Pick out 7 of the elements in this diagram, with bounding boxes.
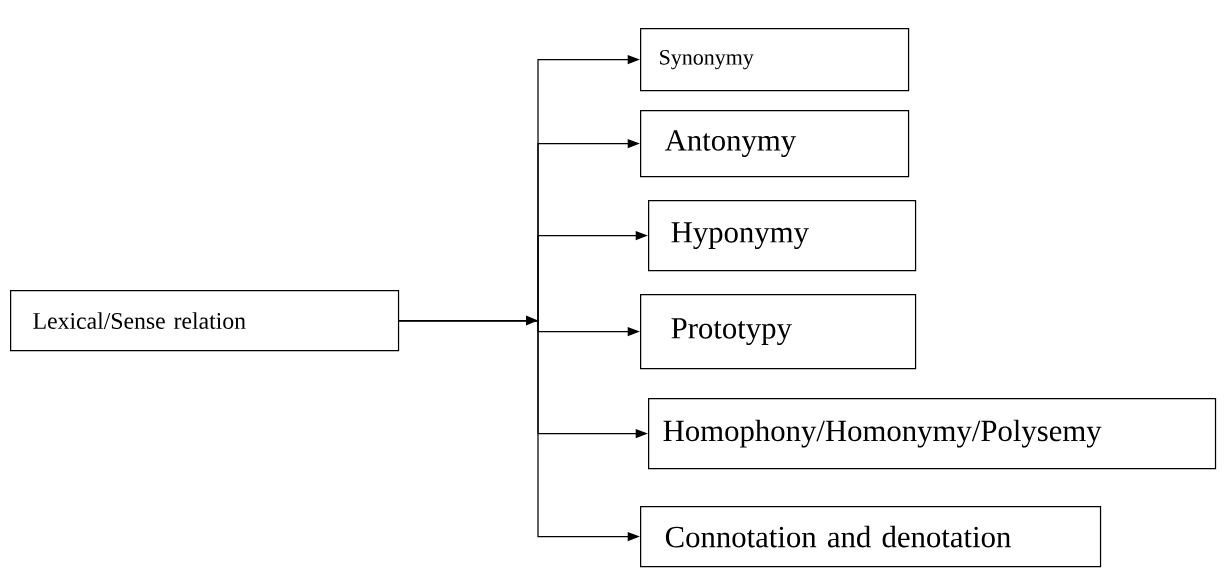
relation-box: Lexical/Sense relation	[10, 290, 400, 352]
relation-box: Connotation and denotation	[640, 506, 1102, 568]
relation-box: Prototypy	[640, 294, 917, 370]
relation-box: Hyponymy	[648, 200, 917, 272]
relation-box: Antonymy	[640, 110, 910, 178]
relation-box: Synonymy	[640, 28, 910, 92]
relation-box: Homophony/Homonymy/Polysemy	[648, 398, 1217, 470]
